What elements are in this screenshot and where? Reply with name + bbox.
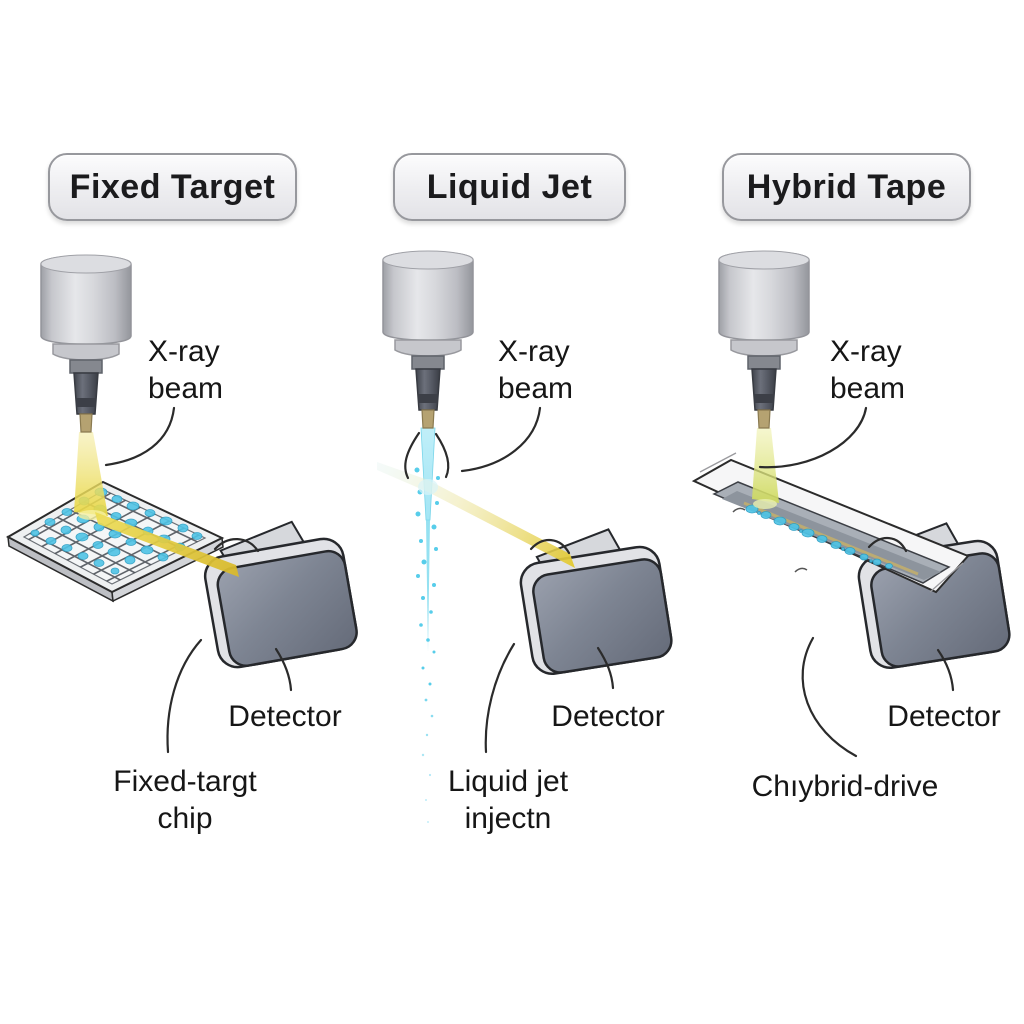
mount-arc [867, 537, 908, 553]
tape-ribbon [743, 501, 919, 576]
panel-title-label: Fixed Target [69, 167, 276, 206]
leader-beam-label [460, 406, 542, 473]
leader-sample-label [801, 636, 858, 758]
panel-title-label: Liquid Jet [426, 167, 593, 206]
sample-label-tape-drive: Chıybrid-drive [751, 770, 939, 803]
leader-lines [758, 406, 955, 758]
panel-title-fixed-target: Fixed Target [48, 153, 297, 221]
xray-source [382, 250, 474, 429]
mount-arc [213, 538, 260, 553]
beam-impact-glow [753, 499, 777, 509]
leader-sample-label [484, 642, 516, 754]
sample-label-liquid-jet: Liquid jet injectn [447, 765, 569, 835]
detector-label: Detector [228, 700, 342, 733]
panel-hybrid-tape-artwork [691, 250, 1014, 758]
xray-beam-label: X-ray beam [498, 335, 574, 405]
panel-title-hybrid-tape: Hybrid Tape [722, 153, 971, 221]
jet-outline-left [404, 431, 421, 480]
leader-sample-label [166, 638, 203, 754]
panel-fixed-target-artwork [5, 254, 361, 754]
tape-droplets [745, 504, 893, 569]
panel-liquid-jet-artwork [377, 250, 676, 823]
fixed-target-chip [5, 480, 225, 603]
jet-droplets [414, 467, 440, 823]
xray-source [718, 250, 810, 429]
leader-beam-label [104, 406, 176, 467]
detector-label: Detector [887, 700, 1001, 733]
leader-beam-label [758, 406, 868, 469]
leader-lines [104, 406, 293, 754]
leader-detector-label [274, 647, 293, 692]
sample-label-fixed-target: Fixed-targt chip [113, 765, 257, 835]
leader-lines [404, 406, 615, 754]
xray-source [40, 254, 132, 433]
jet-outline-right [434, 432, 450, 479]
xray-beam-incident [74, 432, 108, 516]
xray-beam-label: X-ray beam [830, 335, 906, 405]
panel-title-label: Hybrid Tape [746, 167, 947, 206]
leader-detector-label [596, 646, 615, 690]
xray-beam-scattered [95, 512, 239, 577]
xray-beam-label: X-ray beam [148, 335, 224, 405]
panel-title-liquid-jet: Liquid Jet [393, 153, 626, 221]
mount-arc [529, 539, 571, 555]
detector-label: Detector [551, 700, 665, 733]
xray-beam-incident [752, 428, 779, 503]
xray-beam-diagonal [377, 462, 575, 568]
leader-detector-label [936, 648, 955, 692]
tape-drive [691, 452, 970, 594]
beam-jet-interaction-glow [418, 479, 438, 495]
